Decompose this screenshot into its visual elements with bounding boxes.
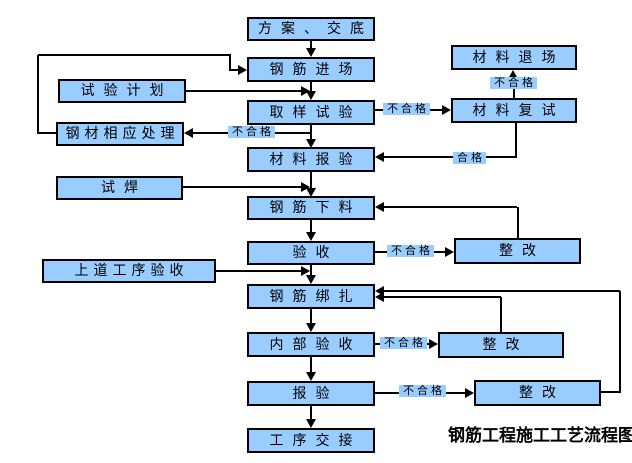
connector-rect2-return bbox=[500, 297, 502, 332]
node-acceptance: 验收 bbox=[247, 241, 375, 265]
node-rebar-cutting: 钢筋下料 bbox=[247, 196, 375, 220]
diagram-caption: 钢筋工程施工工艺流程图 bbox=[448, 426, 632, 446]
arrowhead-right-icon bbox=[238, 65, 247, 75]
edge-label-unqualified: 不合格 bbox=[387, 245, 434, 257]
node-sampling-test: 取样试验 bbox=[247, 100, 375, 125]
connector-rect2-return bbox=[384, 296, 501, 298]
connector-treatment-return bbox=[38, 132, 56, 134]
connector-treatment-return bbox=[231, 69, 239, 71]
node-rectification-1: 整改 bbox=[454, 238, 581, 264]
node-test-plan: 试验计划 bbox=[58, 79, 186, 103]
arrowhead-down-icon bbox=[306, 232, 316, 241]
node-rectification-2: 整改 bbox=[438, 332, 564, 358]
connector-rect1-return bbox=[517, 207, 519, 238]
edge-label-unqualified: 不合格 bbox=[399, 385, 446, 397]
node-material-exit: 材料退场 bbox=[451, 45, 577, 70]
arrowhead-right-icon bbox=[445, 247, 454, 257]
node-process-handover: 工序交接 bbox=[247, 428, 375, 453]
edge-label-unqualified: 不合格 bbox=[228, 126, 275, 138]
node-inspection-report: 报验 bbox=[247, 381, 375, 406]
connector-testplan-feed bbox=[186, 90, 302, 92]
arrowhead-down-icon bbox=[306, 323, 316, 332]
edge-label-qualified: 合格 bbox=[453, 152, 486, 164]
arrowhead-up-icon bbox=[508, 70, 518, 79]
connector-sampling-to-inspection bbox=[310, 125, 312, 139]
arrowhead-down-icon bbox=[306, 139, 316, 148]
edge-label-unqualified: 不合格 bbox=[380, 337, 427, 349]
node-rebar-entry: 钢筋进场 bbox=[247, 57, 375, 82]
connector-inspection-to-cutting bbox=[310, 172, 312, 188]
arrowhead-left-icon bbox=[375, 202, 384, 212]
arrowhead-right-icon bbox=[442, 105, 451, 115]
connector-acceptance-to-binding bbox=[310, 265, 312, 276]
node-rebar-binding: 钢筋绑扎 bbox=[247, 284, 375, 309]
edge-label-unqualified: 不合格 bbox=[383, 103, 430, 115]
connector-treatment-return bbox=[229, 55, 231, 71]
connector-rect1-return bbox=[384, 206, 517, 208]
node-steel-treatment: 钢材相应处理 bbox=[56, 122, 184, 146]
connector-treatment-return bbox=[37, 55, 39, 134]
arrowhead-right-icon bbox=[301, 266, 310, 276]
connector-retest-qualified bbox=[384, 156, 517, 158]
arrowhead-down-icon bbox=[306, 188, 316, 197]
arrowhead-left-icon bbox=[375, 292, 384, 302]
node-previous-process-acceptance: 上道工序验收 bbox=[42, 259, 216, 283]
connector-retest-qualified bbox=[515, 123, 517, 158]
node-trial-weld: 试焊 bbox=[56, 176, 183, 200]
node-material-inspection: 材料报验 bbox=[247, 147, 375, 172]
node-rectification-3: 整改 bbox=[474, 380, 601, 406]
arrowhead-right-icon bbox=[429, 339, 438, 349]
arrowhead-down-icon bbox=[306, 91, 316, 100]
connector-previous-process-feed bbox=[216, 270, 302, 272]
node-material-retest: 材料复试 bbox=[451, 98, 577, 123]
arrowhead-right-icon bbox=[301, 86, 310, 96]
arrowhead-down-icon bbox=[306, 419, 316, 428]
connector-report-to-handover bbox=[310, 406, 312, 420]
arrowhead-left-icon bbox=[375, 152, 384, 162]
arrowhead-left-icon bbox=[375, 286, 384, 296]
connector-rect3-return bbox=[601, 391, 621, 393]
connector-rect3-return bbox=[619, 291, 621, 392]
node-plan-disclosure: 方案、交底 bbox=[247, 17, 375, 41]
arrowhead-right-icon bbox=[465, 388, 474, 398]
arrowhead-down-icon bbox=[306, 48, 316, 57]
edge-label-unqualified: 不合格 bbox=[490, 77, 537, 89]
connector-rect3-return bbox=[384, 290, 620, 292]
connector-internal-to-report bbox=[310, 357, 312, 373]
connector-entry-to-sampling bbox=[310, 82, 312, 91]
arrowhead-down-icon bbox=[306, 372, 316, 381]
arrowhead-right-icon bbox=[301, 182, 310, 192]
arrowhead-down-icon bbox=[306, 275, 316, 284]
connector-cutting-to-acceptance bbox=[310, 220, 312, 232]
connector-plan-to-entry bbox=[310, 41, 312, 49]
connector-treatment-return bbox=[38, 54, 231, 56]
arrowhead-left-icon bbox=[184, 128, 193, 138]
connector-binding-to-internal bbox=[310, 309, 312, 324]
connector-trialweld-feed bbox=[183, 186, 302, 188]
node-internal-acceptance: 内部验收 bbox=[247, 332, 375, 357]
